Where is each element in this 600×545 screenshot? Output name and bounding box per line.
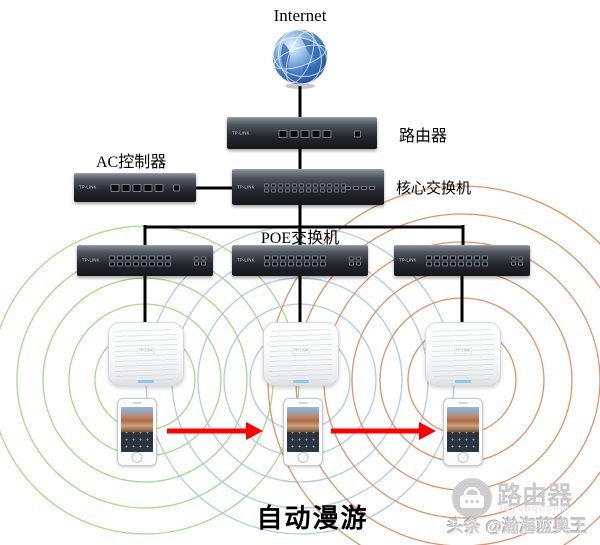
core-switch-label: 核心交换机 xyxy=(396,181,472,197)
poe-switch-1-device: TP-LINK xyxy=(77,245,213,276)
poe-switch-label: POE交换机 xyxy=(260,230,340,247)
smartphone-2 xyxy=(283,398,323,466)
internet-globe-icon xyxy=(272,29,328,89)
smartphone-1 xyxy=(117,398,157,466)
device-brand: TP-LINK xyxy=(232,131,250,136)
phone-screen-photo xyxy=(447,407,479,432)
router-device: TP-LINK xyxy=(227,117,377,149)
cable-lines xyxy=(143,86,465,324)
ap-status-led xyxy=(138,380,154,383)
phone-speaker xyxy=(298,402,308,404)
phone-speaker xyxy=(458,402,468,404)
phone-speaker xyxy=(132,402,142,404)
smartphone-3 xyxy=(443,398,483,466)
phone-screen-app-panel xyxy=(447,432,479,452)
poe-switch-2-uplink-ports xyxy=(349,256,361,266)
ap-status-led xyxy=(455,380,471,383)
access-point-1: TP-LINK xyxy=(108,322,184,386)
auto-roaming-caption: 自动漫游 xyxy=(256,503,369,533)
watermark-byline: 头条 @瀚海蓝奥王 xyxy=(447,517,588,536)
phone-screen-photo xyxy=(287,407,319,432)
roam-arrow-2 xyxy=(331,422,436,440)
device-brand: TP-LINK xyxy=(82,258,100,264)
core-switch-device: TP-LINK xyxy=(232,169,384,205)
phone-screen-photo xyxy=(121,407,153,432)
access-point-2: TP-LINK xyxy=(263,322,339,386)
ap-brand-label: TP-LINK xyxy=(292,348,310,354)
phone-home-button xyxy=(131,452,143,463)
ap-brand-label: TP-LINK xyxy=(454,348,472,354)
phone-home-button xyxy=(457,452,469,463)
poe-switch-1-ports xyxy=(108,255,171,267)
router-ports xyxy=(278,129,332,138)
poe-switch-2-device: TP-LINK xyxy=(232,245,368,276)
router-label: 路由器 xyxy=(399,128,448,145)
device-brand: TP-LINK xyxy=(237,185,255,190)
device-brand: TP-LINK xyxy=(237,258,255,264)
router-wan-port xyxy=(354,130,361,137)
ac-controller-label: AC控制器 xyxy=(96,154,167,171)
phone-screen xyxy=(447,407,479,452)
device-brand: TP-LINK xyxy=(79,185,97,191)
device-brand: TP-LINK xyxy=(399,258,417,264)
poe-switch-3-ports xyxy=(425,255,488,267)
poe-switch-3-device: TP-LINK xyxy=(394,245,530,276)
access-point-3: TP-LINK xyxy=(425,322,501,386)
watermark-logo-text: 路由器 xyxy=(497,482,573,510)
poe-switch-2-ports xyxy=(263,255,326,267)
phone-screen xyxy=(121,407,153,452)
internet-label: Internet xyxy=(273,6,327,25)
phone-home-button xyxy=(297,452,309,463)
watermark-logo-subtext: luyouqi.com xyxy=(500,503,570,514)
phone-screen-app-panel xyxy=(287,432,319,452)
ac-controller-ports xyxy=(110,184,164,192)
poe-switch-3-uplink-ports xyxy=(511,256,523,266)
core-switch-ports xyxy=(263,183,346,192)
phone-screen-app-panel xyxy=(121,432,153,452)
poe-switch-1-uplink-ports xyxy=(194,256,206,266)
ac-controller-uplink-port xyxy=(173,184,180,192)
ap-status-led xyxy=(293,380,309,383)
core-switch-sfp-slots xyxy=(345,185,375,190)
watermark-router-logo-icon xyxy=(452,478,492,518)
roam-arrow-1 xyxy=(167,422,263,440)
phone-screen xyxy=(287,407,319,452)
ac-controller-device: TP-LINK xyxy=(74,173,196,202)
ap-brand-label: TP-LINK xyxy=(137,348,155,354)
